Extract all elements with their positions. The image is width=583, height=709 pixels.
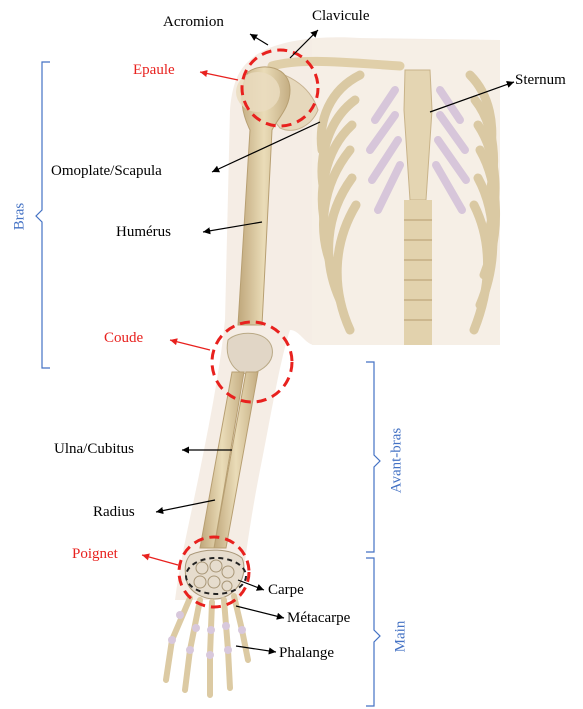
label-ulna: Ulna/Cubitus [54, 441, 134, 458]
label-humerus: Humérus [116, 224, 171, 241]
main-brace [366, 558, 380, 706]
avant-bras-brace [366, 362, 380, 552]
region-avant-bras: Avant-bras [388, 428, 405, 494]
label-coude: Coude [104, 330, 143, 347]
bras-brace [36, 62, 50, 368]
label-poignet: Poignet [72, 546, 118, 563]
label-epaule: Epaule [133, 62, 175, 79]
ribcage [312, 40, 500, 345]
label-metacarpe: Métacarpe [287, 610, 350, 627]
label-sternum: Sternum [515, 72, 566, 89]
region-bras: Bras [11, 203, 28, 231]
label-clavicule: Clavicule [312, 8, 369, 25]
label-omoplate: Omoplate/Scapula [51, 163, 162, 180]
region-main: Main [392, 621, 409, 653]
label-radius: Radius [93, 504, 135, 521]
clavicle-bone [272, 61, 400, 66]
label-phalange: Phalange [279, 645, 334, 662]
label-acromion: Acromion [163, 14, 224, 31]
label-carpe: Carpe [268, 582, 304, 599]
hand-bones [166, 596, 248, 695]
